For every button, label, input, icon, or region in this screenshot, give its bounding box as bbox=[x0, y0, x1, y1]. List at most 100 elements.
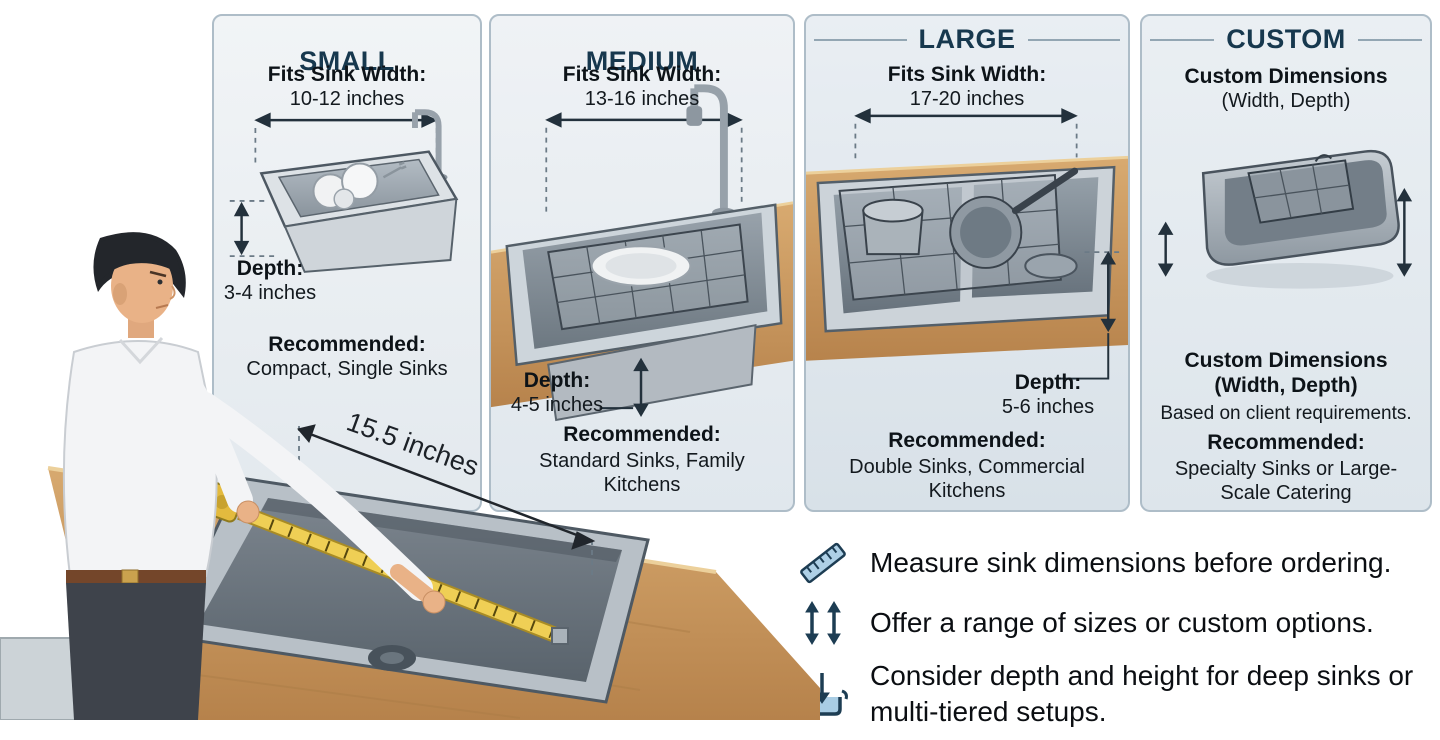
width-arrow bbox=[545, 112, 743, 128]
custom-dimensions-block: Custom Dimensions (Width, Depth) bbox=[1142, 64, 1430, 113]
face bbox=[111, 249, 173, 323]
recommended-block: Recommended: Standard Sinks, Family Kitc… bbox=[491, 422, 793, 497]
note-sizes: Offer a range of sizes or custom options… bbox=[796, 598, 1440, 648]
dashed-guides bbox=[545, 127, 743, 215]
eye bbox=[157, 279, 163, 285]
custom-dimensions-label: Custom Dimensions bbox=[1184, 65, 1388, 88]
fits-width-block: Fits Sink Width: 17-20 inches bbox=[806, 62, 1128, 111]
depth-block: Depth: 3-4 inches bbox=[208, 256, 332, 305]
counter-edge bbox=[806, 155, 1128, 175]
fits-width-label: Fits Sink Width: bbox=[562, 63, 722, 86]
recommended-value: Double Sinks, Commercial Kitchens bbox=[849, 456, 1085, 502]
measuring-scene bbox=[0, 232, 820, 720]
recommended-label: Recommended: bbox=[1207, 431, 1365, 454]
bowl-inner bbox=[605, 253, 677, 279]
panel-custom-titlebar: CUSTOM bbox=[1142, 24, 1430, 55]
recommended-label: Recommended: bbox=[888, 429, 1046, 452]
belt-buckle bbox=[121, 569, 139, 584]
bowl-icon bbox=[333, 188, 355, 210]
fits-width-block: Fits Sink Width: 10-12 inches bbox=[214, 62, 480, 111]
note-measure: Measure sink dimensions before ordering. bbox=[796, 538, 1440, 588]
width-arrow bbox=[854, 108, 1078, 124]
pan-icon bbox=[949, 167, 1079, 269]
custom-dimensions-value: (Width, Depth) bbox=[1214, 374, 1358, 397]
fits-width-label: Fits Sink Width: bbox=[267, 63, 427, 86]
tape-end-clip bbox=[551, 627, 569, 645]
mouth bbox=[155, 304, 169, 309]
fits-width-value: 10-12 inches bbox=[289, 88, 405, 110]
recommended-label: Recommended: bbox=[563, 423, 721, 446]
custom-details-block: Custom Dimensions (Width, Depth) Based o… bbox=[1142, 348, 1430, 505]
dashed-guides bbox=[254, 128, 438, 168]
far-forearm bbox=[390, 564, 436, 604]
small-sink-illustration bbox=[229, 109, 459, 273]
depth-block: Depth: 5-6 inches bbox=[978, 370, 1118, 419]
wire-basket bbox=[1247, 154, 1355, 224]
plate-icon bbox=[341, 162, 379, 200]
panel-large-title: LARGE bbox=[918, 24, 1016, 54]
shirt bbox=[62, 340, 218, 577]
height-arrow bbox=[1396, 188, 1413, 277]
panel-small-title: SMALL bbox=[299, 46, 395, 77]
depth-label: Depth: bbox=[236, 257, 304, 280]
ruler-icon bbox=[800, 542, 846, 584]
recommended-block: Recommended: Double Sinks, Commercial Ki… bbox=[806, 428, 1128, 503]
panel-large: LARGE Fits Sink Width: 17-20 inches Dept… bbox=[804, 14, 1130, 512]
depth-arrow bbox=[1054, 251, 1117, 380]
near-arm bbox=[173, 367, 253, 513]
small-pot-icon bbox=[1024, 253, 1078, 279]
note-depth: Consider depth and height for deep sinks… bbox=[796, 658, 1440, 730]
depth-arrow bbox=[599, 357, 649, 417]
custom-dimensions-label: Custom Dimensions bbox=[1184, 349, 1388, 372]
depth-label: Depth: bbox=[1014, 371, 1082, 394]
recommended-value: Standard Sinks, Family Kitchens bbox=[539, 450, 745, 496]
panel-custom-title: CUSTOM bbox=[1226, 24, 1346, 54]
ear bbox=[113, 283, 127, 305]
depth-value: 4-5 inches bbox=[510, 394, 604, 416]
custom-sink-illustration bbox=[1157, 149, 1413, 289]
height-arrows-icon bbox=[805, 601, 841, 645]
width-arrow bbox=[1157, 221, 1174, 277]
custom-dimensions-value: (Width, Depth) bbox=[1221, 90, 1351, 112]
depth-label: Depth: bbox=[523, 369, 591, 392]
based-on-requirements: Based on client requirements. bbox=[1160, 403, 1412, 424]
recommended-value: Specialty Sinks or Large-Scale Catering bbox=[1174, 458, 1398, 504]
note-text: Measure sink dimensions before ordering. bbox=[870, 547, 1392, 578]
fits-width-value: 17-20 inches bbox=[909, 88, 1025, 110]
recommended-block: Recommended: Compact, Single Sinks bbox=[214, 332, 480, 381]
recommended-label: Recommended: bbox=[268, 333, 426, 356]
fits-width-block: Fits Sink Width: 13-16 inches bbox=[491, 62, 793, 111]
large-sink-illustration bbox=[806, 108, 1128, 380]
person-measuring bbox=[62, 232, 446, 720]
dashed-guides bbox=[298, 426, 593, 578]
hand bbox=[422, 590, 446, 614]
depth-arrow bbox=[233, 201, 250, 256]
width-arrow bbox=[254, 112, 438, 128]
panel-large-titlebar: LARGE bbox=[806, 24, 1128, 55]
hand bbox=[236, 500, 260, 524]
dashed-guides bbox=[854, 123, 1078, 164]
measurement-arrow bbox=[297, 424, 596, 550]
notes-list: Measure sink dimensions before ordering.… bbox=[796, 538, 1440, 740]
depth-block: Depth: 4-5 inches bbox=[491, 368, 623, 417]
fork-icon bbox=[382, 161, 407, 179]
dashed-guides bbox=[229, 200, 276, 257]
note-text: Consider depth and height for deep sinks… bbox=[870, 660, 1414, 727]
depth-value: 5-6 inches bbox=[1001, 396, 1095, 418]
panel-medium-title: MEDIUM bbox=[585, 46, 699, 77]
pants bbox=[66, 583, 206, 720]
depth-value: 3-4 inches bbox=[223, 282, 317, 304]
small-sink bbox=[259, 150, 459, 273]
pot-icon bbox=[862, 198, 924, 256]
panel-custom: CUSTOM Custom Dimensions (Width, Depth) … bbox=[1140, 14, 1432, 512]
note-text: Offer a range of sizes or custom options… bbox=[870, 607, 1374, 638]
neck bbox=[128, 318, 154, 338]
sink-shadow bbox=[1206, 263, 1394, 289]
fits-width-label: Fits Sink Width: bbox=[887, 63, 1047, 86]
panel-medium: MEDIUM Fits Sink Width: 13-16 inches Dep… bbox=[489, 14, 795, 512]
sink-size-infographic: SMALL Fits Sink Width: 10-12 inches Dept… bbox=[0, 0, 1440, 720]
medium-sink-illustration bbox=[491, 84, 793, 422]
nose bbox=[169, 285, 176, 300]
fits-width-value: 13-16 inches bbox=[584, 88, 700, 110]
recommended-value: Compact, Single Sinks bbox=[246, 358, 448, 380]
